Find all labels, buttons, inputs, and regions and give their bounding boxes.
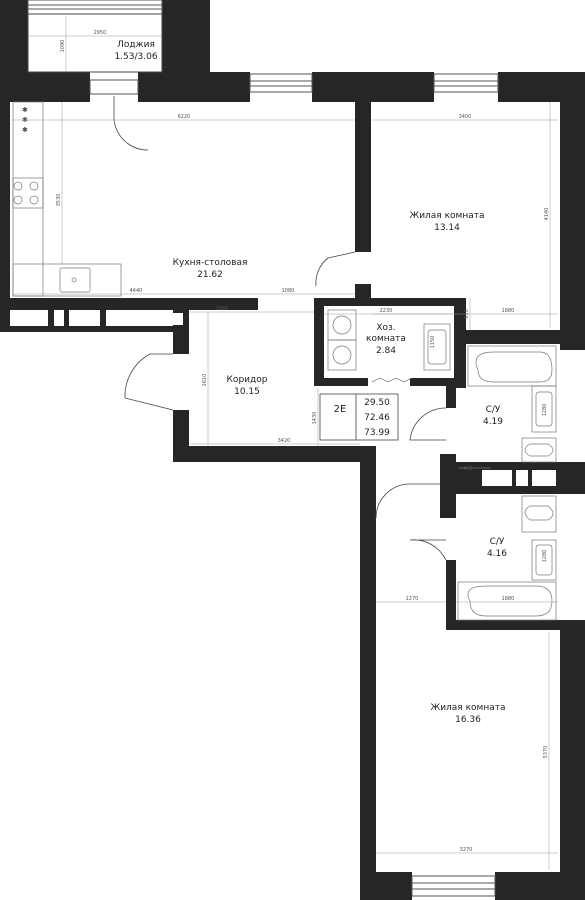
room-name-living2: Жилая комната (431, 703, 506, 713)
loggia-outline (27, 13, 163, 73)
apartment-code: 2E (334, 404, 347, 415)
entrance-door-swing (124, 353, 174, 411)
dim-living2-depth: 5370 (543, 746, 549, 759)
dim-corridor-bottom: 3420 (278, 438, 291, 444)
dim-living1-lower: 1880 (502, 308, 515, 314)
dimension-lines (12, 16, 558, 870)
dim-bath2-sink: 1280 (542, 550, 548, 563)
balcony-door-swing (113, 96, 149, 151)
dim-storage-side: 610 (464, 309, 470, 319)
dim-corridor-side: 2610 (202, 374, 208, 387)
room-name-storage-line2: комната (366, 334, 406, 344)
living-area-value: 29.50 (364, 398, 390, 408)
room-area-bath2: 4.16 (487, 549, 507, 559)
wall-voids (13, 313, 556, 486)
room-area-living1: 13.14 (434, 223, 460, 233)
kitchen-counter (12, 101, 122, 297)
dim-bath1-bottom: 460 (463, 466, 473, 472)
total-area-with-loggia-value: 73.99 (364, 428, 390, 438)
room-area-kitchen: 21.62 (197, 270, 223, 280)
loggia-window (27, 0, 163, 15)
dim-wash-width: 1150 (430, 336, 436, 349)
kitchen-window (249, 73, 313, 93)
room-area-corridor: 10.15 (234, 387, 260, 397)
dim-living2-width: 3270 (460, 847, 473, 853)
bath2-fixtures (457, 495, 557, 621)
room-labels: Лоджия 1.53/3.06 Кухня-столовая 21.62 Ко… (114, 40, 507, 725)
dim-living1-depth: 4140 (544, 208, 550, 221)
bath1-fixtures (467, 345, 557, 463)
dim-kitchen-door: 1080 (282, 288, 295, 294)
room-name-kitchen: Кухня-столовая (173, 258, 248, 268)
dim-bath2-width: 1880 (502, 596, 515, 602)
room-area-living2: 16.36 (455, 715, 481, 725)
room-area-storage: 2.84 (376, 346, 396, 356)
dim-loggia-depth: 1090 (60, 40, 66, 53)
living1-window (433, 73, 499, 93)
dim-kitchen-width: 6220 (178, 114, 191, 120)
dim-living1-width: 3400 (459, 114, 472, 120)
dim-storage-depth: 1430 (312, 412, 318, 425)
room-name-storage-line1: Хоз. (376, 323, 395, 333)
room-name-living1: Жилая комната (410, 211, 485, 221)
doors (113, 96, 447, 561)
dim-corridor-top: 1260 (216, 306, 229, 312)
room-name-corridor: Коридор (227, 375, 268, 385)
room-name-loggia: Лоджия (117, 40, 155, 50)
dim-kitchen-lower: 4440 (130, 288, 143, 294)
dim-kitchen-depth: 3530 (56, 194, 62, 207)
living2-door-swing (375, 483, 440, 519)
living1-door-swing (315, 251, 356, 287)
balcony-door (89, 79, 139, 95)
dim-bath2-left: 1270 (406, 596, 419, 602)
windows (27, 0, 499, 897)
dim-storage-width: 2230 (380, 308, 393, 314)
svg-text:✱: ✱ (22, 126, 28, 134)
apartment-summary: 2E 29.50 72.46 73.99 (319, 393, 399, 441)
room-area-bath1: 4.19 (483, 417, 503, 427)
total-area-value: 72.46 (364, 413, 390, 423)
bath2-door-swing (409, 539, 447, 561)
dim-bath1-sink: 1280 (542, 404, 548, 417)
svg-text:✱: ✱ (22, 106, 28, 114)
room-name-bath1: С/У (486, 405, 501, 415)
bath1-door-swing (409, 407, 447, 441)
living2-window (411, 875, 496, 897)
dimension-labels: 2950 1090 6220 3530 4440 1080 3400 4140 … (56, 30, 550, 853)
room-name-bath2: С/У (490, 537, 505, 547)
washing-machines (327, 309, 451, 383)
dim-loggia-width: 2950 (94, 30, 107, 36)
room-area-loggia: 1.53/3.06 (114, 52, 157, 62)
